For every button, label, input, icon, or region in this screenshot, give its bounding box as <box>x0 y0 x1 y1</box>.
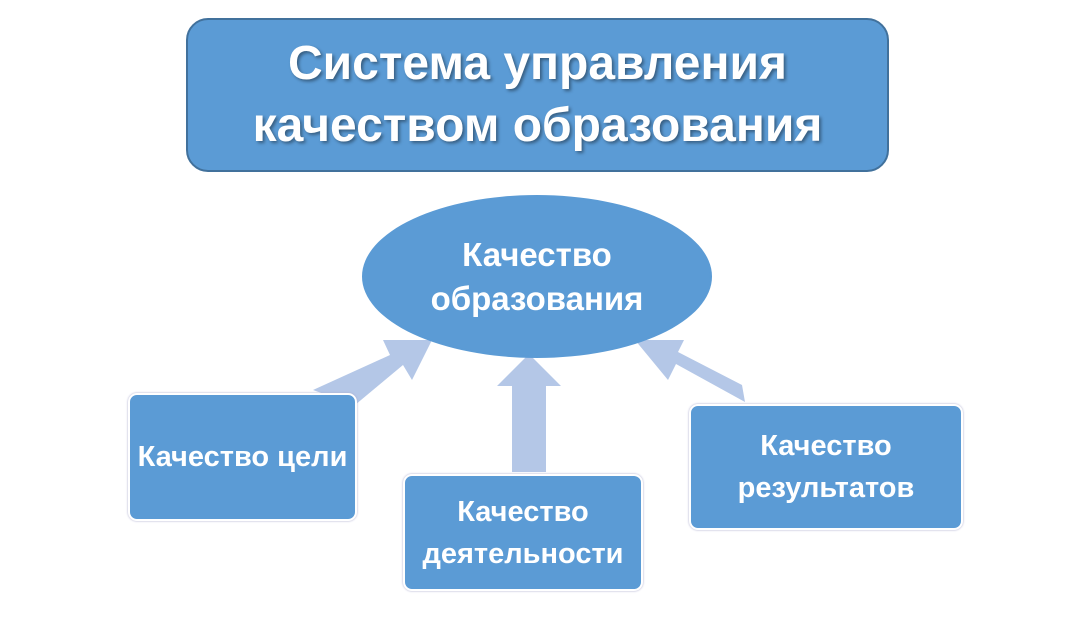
arrow-left <box>313 340 432 405</box>
arrow-middle <box>497 354 561 472</box>
node-results-quality: Качество результатов <box>689 404 963 530</box>
arrow-right <box>635 340 745 402</box>
center-node: Качество образования <box>362 195 712 358</box>
diagram-title: Система управления качеством образования <box>186 18 889 172</box>
node-activity-quality: Качество деятельности <box>403 474 643 591</box>
node-goal-quality: Качество цели <box>128 393 357 521</box>
